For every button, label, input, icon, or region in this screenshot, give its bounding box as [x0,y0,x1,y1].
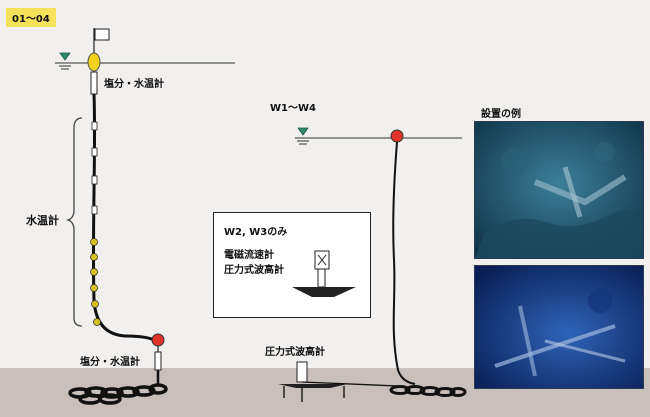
corner-tag: 01〜04 [6,8,56,27]
top-sensor-label: 塩分・水温計 [104,79,164,90]
example-photo-2 [474,265,644,389]
wave-section-label: W1〜W4 [270,103,316,114]
float-icon [87,52,101,72]
example-title: 設置の例 [481,109,521,120]
chain-sensor-label: 水温計 [26,214,59,227]
anchor-chain-icon [389,385,467,397]
water-level-icon [59,52,71,70]
bottom-sensor-label: 塩分・水温計 [80,357,140,368]
example-photo-1 [474,121,644,259]
wave-gauge-icon [278,361,348,402]
top-sensor-body [90,71,98,95]
inset-line1: 電磁流速計 [224,250,274,261]
chain-sensors [90,121,101,326]
water-level-icon [297,127,309,145]
mooring-line-right [392,141,416,385]
anchor-chain-icon [68,383,168,405]
inset-line2: 圧力式波高計 [224,265,284,276]
mooring-line-left [91,93,159,344]
flag-icon [93,28,110,55]
float-icon [390,129,404,143]
inset-title: W2, W3のみ [224,227,288,238]
bottom-sensor-body [154,351,162,371]
inset-box: W2, W3のみ 電磁流速計 圧力式波高計 [213,212,371,318]
float-icon [151,333,165,347]
brace [65,117,83,327]
wave-gauge-label: 圧力式波高計 [265,347,325,358]
current-meter-icon [292,250,356,297]
